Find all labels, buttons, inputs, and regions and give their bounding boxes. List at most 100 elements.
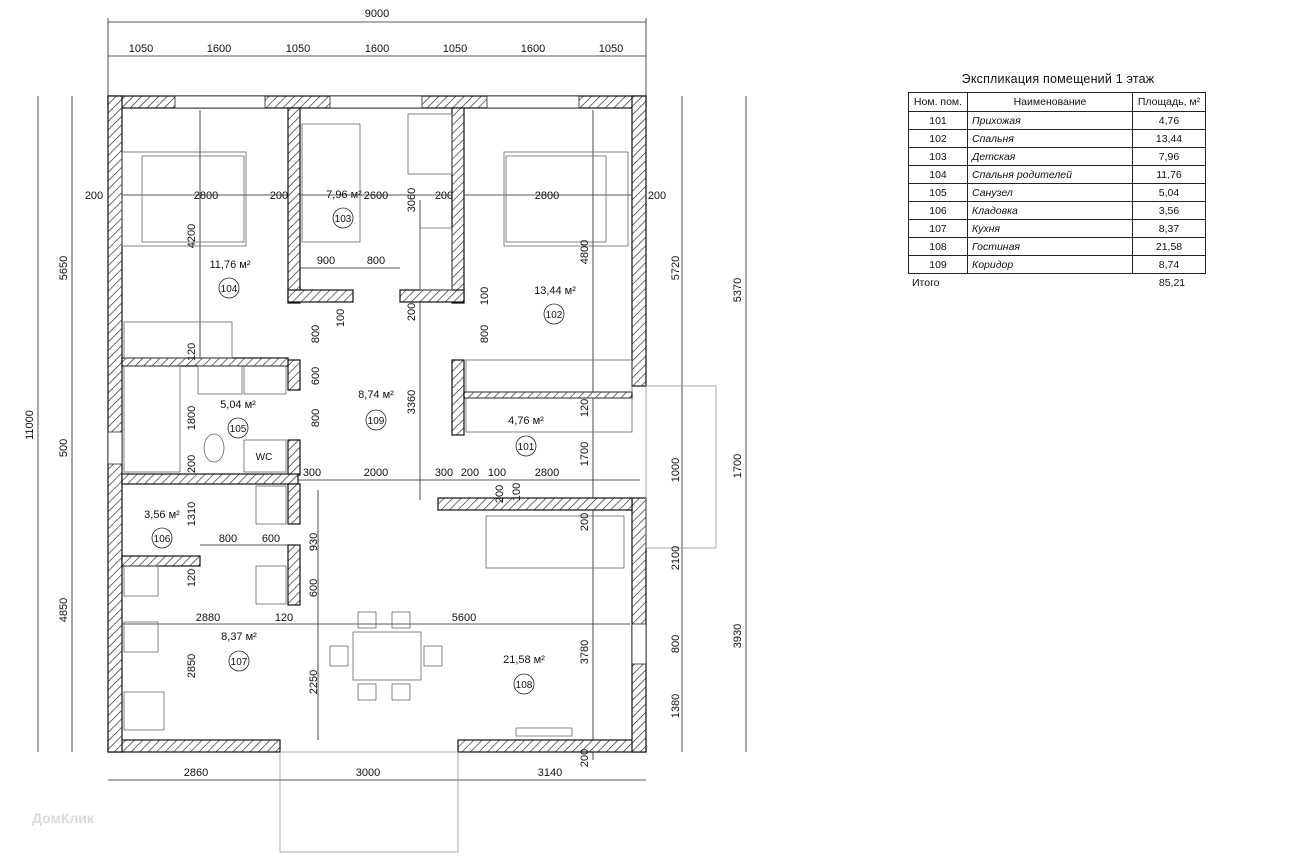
inner-dim: 2800 [535, 190, 559, 202]
room-area-cell: 21,58 [1132, 237, 1206, 256]
floor-plan-drawing: 9000 1050 1600 1050 1600 1050 1600 1050 … [24, 8, 747, 853]
room-104-number: 104 [221, 284, 238, 295]
top-dim: 1050 [129, 43, 153, 55]
inner-dim: 2880 [196, 612, 220, 624]
inner-dim: 200 [579, 513, 591, 531]
table-header-row: Ном. пом. Наименование Площадь, м² [908, 92, 1206, 112]
inner-dim: 800 [219, 533, 237, 545]
bottom-dim: 2860 [184, 767, 208, 779]
header-room-area: Площадь, м² [1132, 92, 1206, 112]
left-dim: 4850 [58, 598, 70, 622]
room-number-cell: 103 [908, 147, 968, 166]
right-dim: 5370 [732, 278, 744, 302]
top-dim: 1050 [443, 43, 467, 55]
room-area-cell: 13,44 [1132, 129, 1206, 148]
inner-dim: 200 [85, 190, 103, 202]
inner-dim: 3060 [406, 188, 418, 212]
inner-dim: 1700 [579, 442, 591, 466]
room-107-number: 107 [231, 657, 248, 668]
overall-width-dim: 9000 [365, 8, 389, 20]
right-dim: 2100 [670, 546, 682, 570]
room-108-area: 21,58 м² [503, 654, 545, 666]
inner-dim: 3360 [406, 390, 418, 414]
room-105-number: 105 [230, 424, 247, 435]
room-name-cell: Спальня [967, 129, 1133, 148]
inner-dim: 200 [461, 467, 479, 479]
room-number-cell: 105 [908, 183, 968, 202]
windows [107, 95, 717, 853]
room-area-cell: 11,76 [1132, 165, 1206, 184]
inner-dim: 600 [310, 367, 322, 385]
room-103-number: 103 [335, 214, 352, 225]
right-dim: 1700 [732, 454, 744, 478]
room-109-area: 8,74 м² [358, 389, 394, 401]
bottom-dim: 3140 [538, 767, 562, 779]
inner-dim: 200 [270, 190, 288, 202]
right-dim: 800 [670, 635, 682, 653]
inner-dim: 4800 [579, 240, 591, 264]
room-name-cell: Прихожая [967, 111, 1133, 130]
room-109-number: 109 [368, 416, 385, 427]
bottom-dim: 3000 [356, 767, 380, 779]
inner-dim: 2600 [364, 190, 388, 202]
top-dim: 1600 [521, 43, 545, 55]
room-area-cell: 4,76 [1132, 111, 1206, 130]
inner-dim: 100 [488, 467, 506, 479]
inner-dim: 200 [406, 303, 418, 321]
room-name-cell: Коридор [967, 255, 1133, 274]
room-108-number: 108 [516, 680, 533, 691]
total-label: Итого [912, 277, 940, 289]
room-labels: 11,76 м² 104 7,96 м² 103 13,44 м² 102 5,… [144, 189, 576, 695]
room-number-cell: 104 [908, 165, 968, 184]
total-value: 85,21 [1158, 277, 1186, 289]
inner-dim: 800 [479, 325, 491, 343]
inner-dim: 2250 [308, 670, 320, 694]
room-101-area: 4,76 м² [508, 415, 544, 427]
right-dim: 5720 [670, 256, 682, 280]
room-106-area: 3,56 м² [144, 509, 180, 521]
inner-dim: 120 [579, 399, 591, 417]
room-106-number: 106 [154, 534, 171, 545]
room-number-cell: 106 [908, 201, 968, 220]
inner-dim: 100 [511, 483, 523, 501]
room-name-cell: Кладовка [967, 201, 1133, 220]
inner-dim: 2850 [186, 654, 198, 678]
room-area-cell: 5,04 [1132, 183, 1206, 202]
left-dim: 500 [58, 439, 70, 457]
right-dim: 3930 [732, 624, 744, 648]
inner-dim: 300 [435, 467, 453, 479]
inner-dim: 200 [579, 749, 591, 767]
room-name-cell: Кухня [967, 219, 1133, 238]
room-107-area: 8,37 м² [221, 631, 257, 643]
inner-dim: 120 [186, 343, 198, 361]
inner-dim: 930 [308, 533, 320, 551]
inner-dim: 200 [435, 190, 453, 202]
room-number-cell: 109 [908, 255, 968, 274]
inner-dim: 4200 [186, 224, 198, 248]
room-105-area: 5,04 м² [220, 399, 256, 411]
room-area-cell: 8,74 [1132, 255, 1206, 274]
room-name-cell: Детская [967, 147, 1133, 166]
inner-dim: 800 [310, 409, 322, 427]
top-dim: 1600 [207, 43, 231, 55]
inner-dim: 120 [275, 612, 293, 624]
room-number-cell: 107 [908, 219, 968, 238]
watermark: ДомКлик [32, 810, 94, 826]
room-area-cell: 7,96 [1132, 147, 1206, 166]
room-102-number: 102 [546, 310, 563, 321]
inner-dim: 800 [367, 255, 385, 267]
explication-title: Экспликация помещений 1 этаж [961, 72, 1155, 86]
inner-dim: 100 [479, 287, 491, 305]
total-row: Итого 85,21 [908, 274, 1208, 289]
room-name-cell: Гостиная [967, 237, 1133, 256]
inner-dim: 2000 [364, 467, 388, 479]
room-104-area: 11,76 м² [210, 259, 251, 271]
left-dim: 5650 [58, 256, 70, 280]
